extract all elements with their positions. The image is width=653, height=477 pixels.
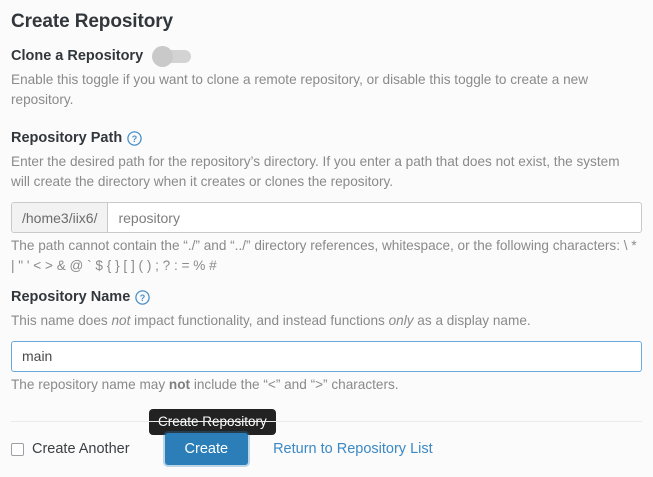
question-circle-icon[interactable]: ? — [135, 289, 151, 305]
svg-text:?: ? — [140, 293, 146, 303]
help-text-segment: This name does — [11, 313, 112, 328]
repository-path-field: Repository Path ? Enter the desired path… — [11, 129, 642, 275]
repository-path-prefix: /home3/iix6/ — [12, 203, 109, 232]
create-another-checkbox[interactable] — [11, 442, 24, 456]
toggle-knob — [152, 45, 174, 67]
create-another-checkbox-wrap[interactable]: Create Another — [11, 441, 130, 457]
create-another-label: Create Another — [32, 441, 130, 457]
help-text-segment: impact functionality, and instead functi… — [130, 313, 389, 328]
form-footer: Create Another Create Return to Reposito… — [11, 421, 642, 477]
restriction-characters: \ * | " ' < > & @ ` $ { } [ ] ( ) ; ? : … — [11, 238, 637, 273]
spacer — [11, 109, 642, 129]
repository-path-label: Repository Path — [11, 130, 123, 146]
repository-path-label-row: Repository Path ? — [11, 129, 642, 147]
repository-path-restrictions: The path cannot contain the “./” and “..… — [11, 236, 642, 275]
restriction-prefix-text: The path cannot contain the “./” and “..… — [11, 238, 624, 253]
clone-repository-field: Clone a Repository Enable this toggle if… — [11, 45, 642, 109]
question-circle-icon[interactable]: ? — [127, 130, 142, 146]
repository-path-input-group[interactable]: /home3/iix6/ — [11, 202, 642, 233]
repository-name-note: The repository name may not include the … — [11, 375, 636, 395]
repository-name-input[interactable] — [11, 340, 642, 372]
repository-path-help-text: Enter the desired path for the repositor… — [11, 154, 620, 189]
repository-name-label: Repository Name — [11, 289, 131, 305]
page-title: Create Repository — [11, 11, 173, 32]
help-text-segment: as a display name. — [413, 313, 531, 328]
repository-path-input[interactable] — [108, 203, 641, 232]
clone-repository-label: Clone a Repository — [11, 48, 144, 64]
footer-actions-row: Create Another Create Return to Reposito… — [11, 433, 642, 465]
clone-repository-label-row: Clone a Repository — [11, 45, 642, 67]
create-button[interactable]: Create — [164, 433, 249, 465]
clone-repository-help-text: Enable this toggle if you want to clone … — [11, 72, 589, 107]
help-text-emphasis-not: not — [111, 313, 131, 328]
help-text-emphasis-only: only — [388, 313, 414, 328]
note-segment: The repository name may — [11, 376, 169, 392]
repository-name-field: Repository Name ? This name does not imp… — [11, 288, 642, 394]
note-bold-not: not — [168, 376, 191, 392]
clone-repository-toggle[interactable] — [152, 45, 192, 67]
note-segment: include the “<” and “>” characters. — [190, 376, 399, 392]
return-to-repository-list-link[interactable]: Return to Repository List — [273, 441, 433, 457]
repository-name-help-text: This name does not impact functionality,… — [11, 311, 636, 331]
svg-text:?: ? — [132, 134, 138, 144]
spacer — [11, 275, 642, 288]
repository-name-label-row: Repository Name ? — [11, 288, 642, 306]
